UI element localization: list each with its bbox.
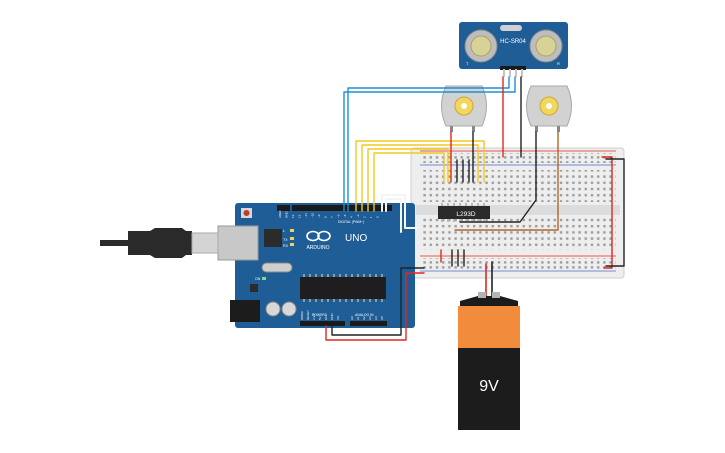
pin-label: A0 [350, 316, 354, 320]
wire-ctrl-4 [373, 152, 445, 212]
pin-label: 2 [363, 216, 367, 218]
dc-motor-left[interactable] [441, 85, 487, 132]
analog-pins-label: ANALOG IN [355, 313, 374, 317]
sensor-r-label: R [557, 61, 560, 66]
pin-label: Vin [336, 315, 340, 320]
pin-label: 12 [298, 214, 302, 218]
arduino-uno-board[interactable]: ARDUINO UNO DIGITAL (PWM~) POWER ANALOG … [217, 203, 415, 328]
pin-label: 7 [330, 216, 334, 218]
pin-label: A2 [362, 316, 366, 320]
digital-pins-label: DIGITAL (PWM~) [338, 220, 364, 224]
pin-label: 13 [291, 214, 295, 218]
pin-label: ~10 [311, 213, 315, 218]
pin-label: A5 [380, 316, 384, 320]
pin-label: 4 [350, 216, 354, 218]
arduino-brand-label: ARDUINO [306, 245, 329, 251]
pin-label: GND [285, 211, 289, 219]
wire-rail-red-right [601, 156, 613, 269]
pin-label: GND [330, 313, 334, 321]
breadboard-bottom-rail [420, 255, 616, 272]
pin-label: ~6 [337, 214, 341, 218]
pin-label: 0 [376, 216, 380, 218]
arduino-logo-icon [306, 230, 331, 242]
pin-label: ~11 [304, 213, 308, 218]
l293d-label: L293D [456, 211, 475, 218]
pin-label: ~3 [356, 214, 360, 218]
usb-chip [264, 229, 282, 247]
l-led-label: L [283, 229, 285, 233]
wire-sensor-trig [347, 76, 510, 212]
capacitor-2 [281, 301, 297, 317]
wire-5v [325, 272, 425, 341]
atmega-chip [300, 277, 386, 299]
sensor-model-label: HC-SR04 [500, 39, 526, 45]
dc-motor-right[interactable] [526, 85, 572, 132]
usb-port [217, 225, 259, 261]
pin-label: AREF [278, 210, 282, 218]
pin-label: ~5 [343, 214, 347, 218]
power-header [300, 321, 345, 326]
battery-9v[interactable]: 9V [458, 292, 520, 430]
crystal-oscillator [261, 262, 293, 273]
pin-label: 8 [324, 216, 328, 218]
wire-gnd [331, 267, 425, 336]
on-led-label: ON [255, 277, 261, 281]
pin-label: A1 [356, 316, 360, 320]
wire-motor-right-brown [454, 131, 559, 231]
pin-label: GND [324, 313, 328, 321]
capacitor-1 [265, 301, 281, 317]
sensor-t-label: T [466, 61, 469, 66]
wire-sensor-echo [343, 76, 516, 212]
arduino-model-label: UNO [345, 233, 367, 244]
wire-rail-black-right [605, 158, 625, 267]
breadboard [410, 147, 625, 279]
wire-white-1 [381, 194, 419, 229]
wire-jumpers-top [456, 159, 470, 183]
wire-white-2 [385, 198, 402, 233]
breadboard-top-terminals [420, 170, 616, 202]
pin-label: 3.3V [312, 314, 316, 320]
pin-label: 1 [369, 216, 373, 218]
dc-power-jack [230, 300, 260, 322]
breadboard-center-channel [416, 205, 620, 215]
power-pins-label: POWER [312, 313, 325, 317]
l293d-driver-ic[interactable]: L293D [438, 203, 490, 222]
wire-motor-right-black [459, 131, 537, 223]
breadboard-bottom-terminals [420, 218, 616, 250]
pin-label: A3 [368, 316, 372, 320]
digital-header [292, 205, 392, 211]
pin-label: 5V [318, 316, 322, 320]
usb-cable [100, 228, 219, 258]
hc-sr04-ultrasonic-sensor[interactable]: HC-SR04 T R [459, 22, 568, 77]
wire-ctrl-3 [367, 148, 449, 212]
wire-jumpers-bottom [451, 249, 465, 267]
pin-label: IOREF [300, 311, 304, 320]
pin-label: ~9 [317, 214, 321, 218]
pin-label: RESET [306, 310, 310, 320]
analog-header [350, 321, 387, 326]
pin-label: A4 [374, 316, 378, 320]
breadboard-top-rail [420, 150, 616, 166]
rx-led-label: RX [283, 244, 289, 248]
battery-label: 9V [479, 378, 499, 395]
tx-led-label: TX [283, 238, 288, 242]
wire-ctrl-1 [355, 140, 485, 212]
wire-ctrl-2 [361, 144, 479, 212]
